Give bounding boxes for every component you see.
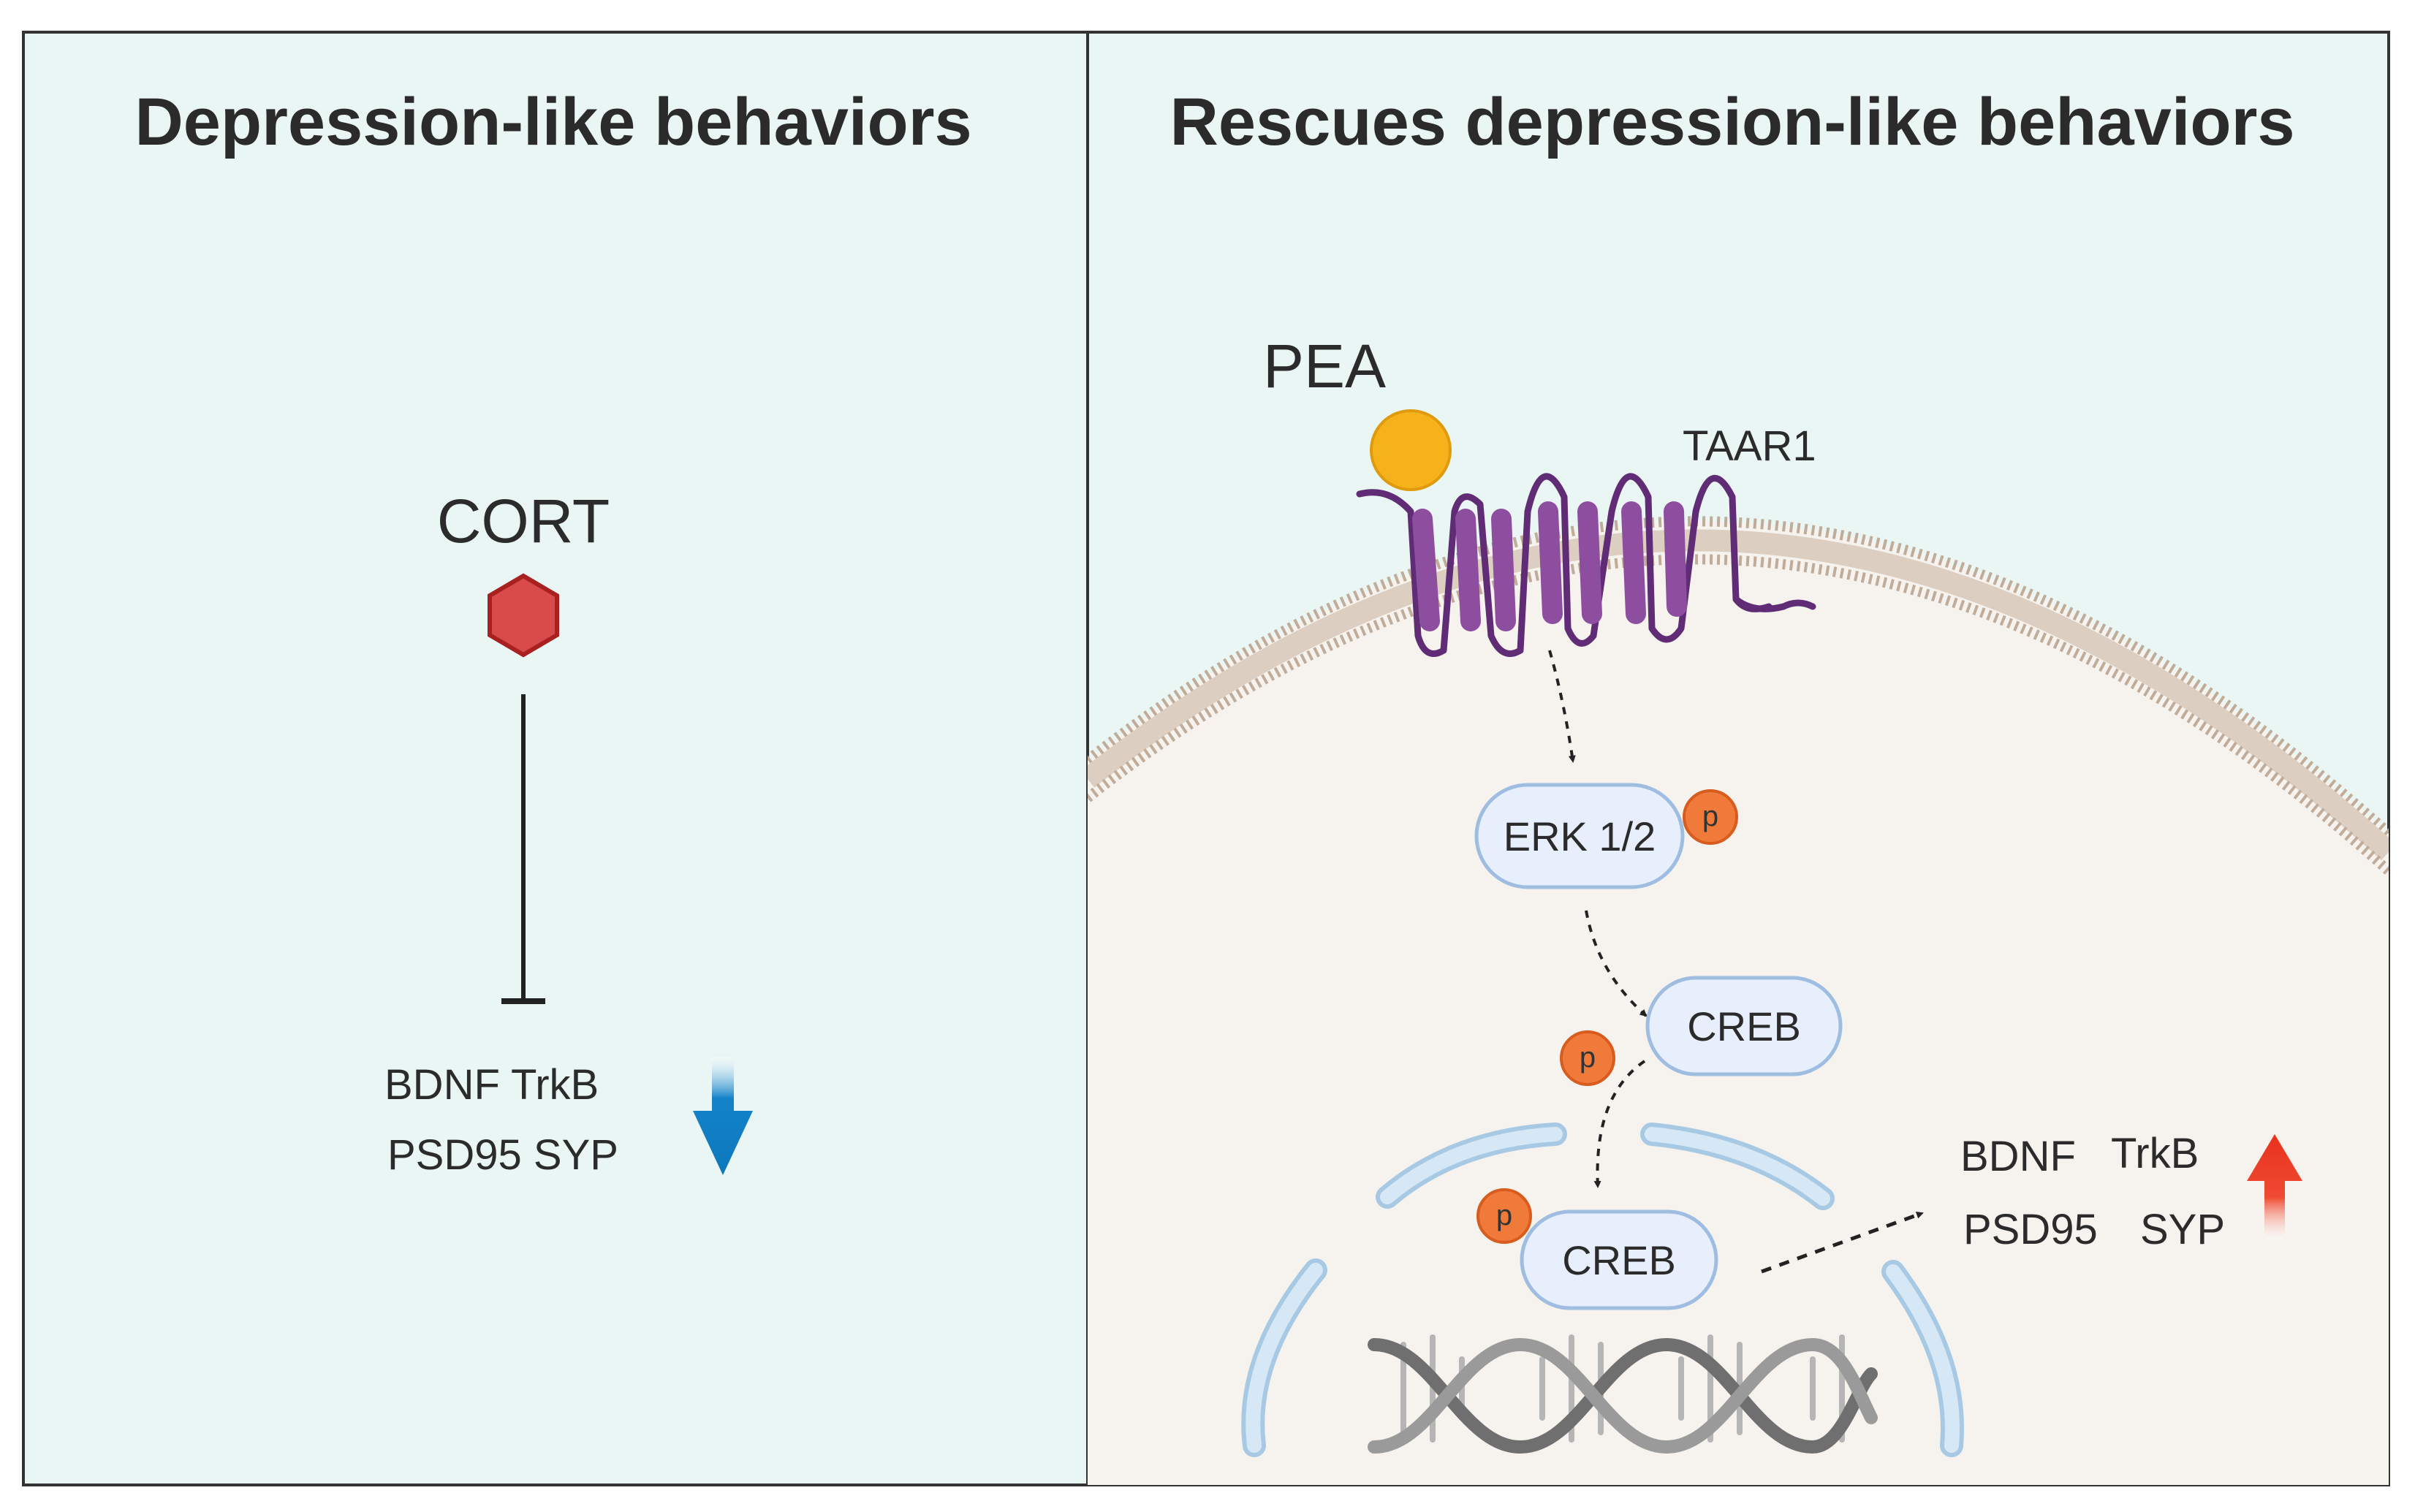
down-arrow-icon (693, 1057, 753, 1175)
pea-ligand-icon (1370, 409, 1452, 491)
left-panel-title: Depression-like behaviors (134, 85, 971, 159)
creb-cytoplasm-pill (1645, 976, 1843, 1076)
right-target-syp: SYP (2140, 1206, 2225, 1253)
erk-label: ERK 1/2 (1504, 813, 1656, 859)
cort-hexagon-icon (488, 573, 559, 658)
creb-nucleus-label: CREB (1562, 1237, 1676, 1283)
cort-label: CORT (437, 487, 610, 555)
creb-cytoplasm-phospho-label: p (1580, 1041, 1596, 1074)
right-target-bdnf: BDNF (1960, 1133, 2076, 1180)
cell-membrane-inner (1088, 554, 2389, 875)
up-arrow-icon (2247, 1134, 2302, 1239)
pea-label: PEA (1263, 332, 1386, 400)
erk-pill (1474, 783, 1685, 889)
erk-phospho-label: p (1702, 800, 1718, 832)
creb-cytoplasm-label: CREB (1687, 1003, 1801, 1049)
erk-phospho-icon (1683, 789, 1738, 845)
dna-helix-icon (1368, 1334, 1878, 1454)
arrow-creb-to-nucleus (1593, 1060, 1646, 1188)
creb-nucleus-pill (1520, 1209, 1718, 1310)
creb-nucleus-phospho-icon (1476, 1188, 1532, 1244)
creb-nucleus-phospho-label: p (1496, 1199, 1512, 1231)
cell-membrane-band (1088, 529, 2389, 861)
arrow-erk-to-creb (1585, 910, 1648, 1017)
right-panel-title: Rescues depression-like behaviors (1169, 85, 2294, 159)
left-targets-line1: BDNF TrkB (384, 1061, 599, 1109)
nucleus-envelope-inner (1246, 1127, 1960, 1453)
creb-cytoplasm-phospho-icon (1560, 1030, 1615, 1086)
taar1-label: TAAR1 (1683, 422, 1816, 470)
right-target-trkb: TrkB (2111, 1130, 2199, 1177)
cell-membrane-outer (1088, 516, 2389, 837)
left-targets-line2: PSD95 SYP (387, 1131, 618, 1179)
left-panel (22, 31, 1089, 1486)
right-target-psd95: PSD95 (1963, 1206, 2098, 1253)
arrow-to-targets (1761, 1211, 1924, 1274)
taar1-receptor-icon (1356, 473, 1816, 657)
